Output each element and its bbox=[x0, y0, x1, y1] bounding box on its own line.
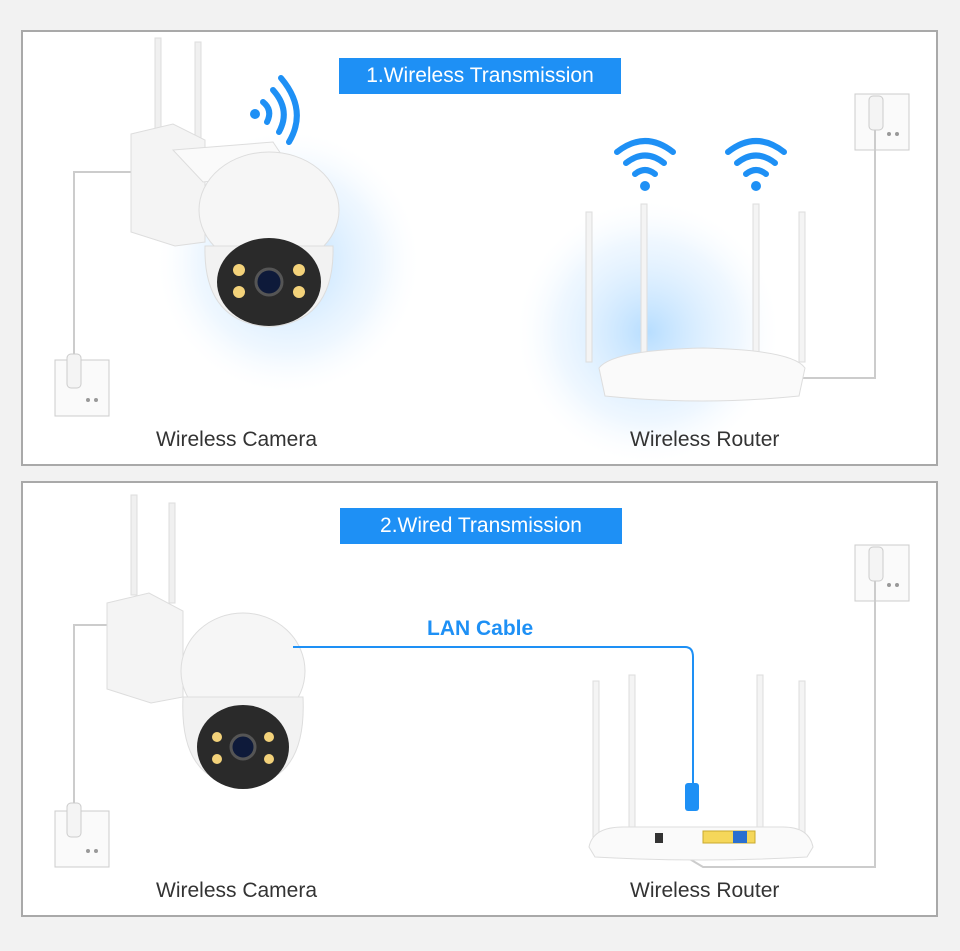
wall-outlet-icon bbox=[54, 353, 110, 417]
power-cable bbox=[73, 171, 143, 354]
wireless-diagram bbox=[54, 37, 910, 462]
power-cable bbox=[73, 624, 107, 803]
wall-outlet-icon bbox=[854, 544, 910, 602]
camera-label: Wireless Camera bbox=[156, 428, 318, 451]
signal-glow bbox=[518, 202, 778, 462]
wired-diagram bbox=[54, 494, 910, 868]
rj45-connector-icon bbox=[685, 783, 699, 811]
wifi-signal-icon bbox=[725, 138, 787, 191]
wall-outlet-icon bbox=[54, 802, 110, 868]
section-title: 1.Wireless Transmission bbox=[339, 58, 621, 94]
lan-cable-label: LAN Cable bbox=[427, 617, 534, 640]
wireless-transmission-panel: 1.Wireless Transmission Wireless Camera … bbox=[21, 30, 938, 466]
router-label: Wireless Router bbox=[630, 879, 780, 902]
wifi-router-icon bbox=[588, 674, 814, 861]
section-title: 2.Wired Transmission bbox=[340, 508, 622, 544]
lan-cable bbox=[293, 646, 694, 783]
wifi-signal-icon bbox=[614, 138, 676, 191]
camera-label: Wireless Camera bbox=[156, 879, 318, 902]
wifi-router-icon bbox=[585, 203, 806, 402]
router-label: Wireless Router bbox=[630, 428, 780, 451]
wifi-signal-icon bbox=[250, 75, 300, 145]
power-cable bbox=[682, 581, 876, 868]
wall-outlet-icon bbox=[854, 93, 910, 151]
power-cable bbox=[803, 130, 876, 379]
ptz-camera-icon bbox=[106, 494, 306, 789]
wired-transmission-panel: 2.Wired Transmission LAN Cable Wireless … bbox=[21, 481, 938, 917]
ptz-camera-icon bbox=[130, 37, 340, 328]
